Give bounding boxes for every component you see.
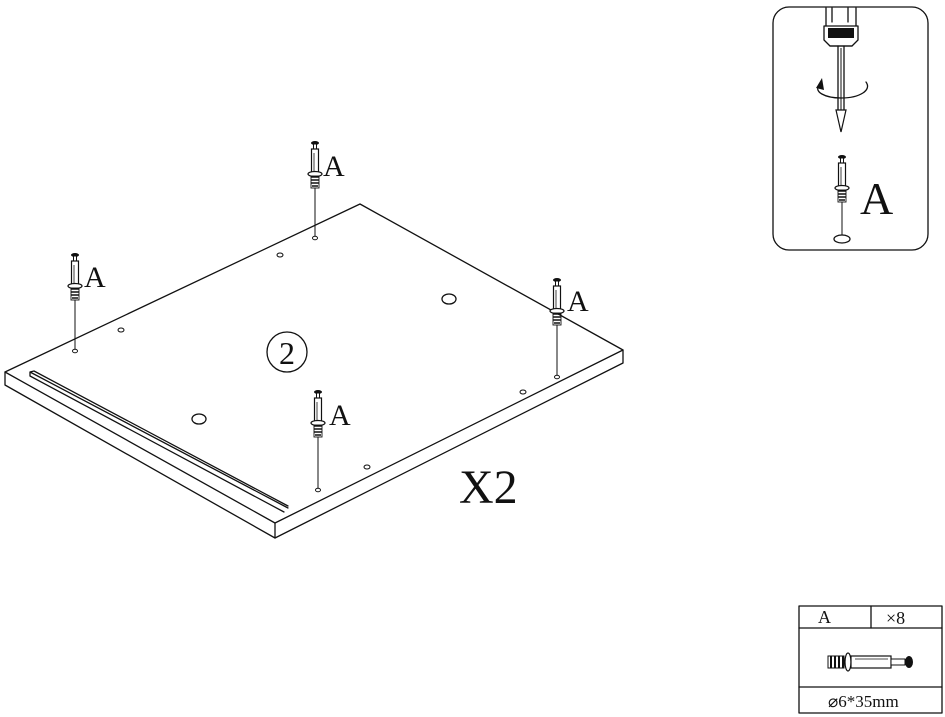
parts-table: A ×8 ⌀6*35mm	[798, 605, 943, 714]
cam-bolt-icon	[827, 652, 913, 672]
quantity-label: X2	[459, 461, 518, 514]
fastener-label: A	[323, 150, 345, 183]
pin-hole	[363, 464, 371, 470]
fastener-label: A	[567, 285, 589, 318]
cam-bolt-icon	[310, 389, 326, 488]
bolt-hole	[833, 234, 851, 244]
pin-hole	[519, 389, 527, 395]
cam-bolt-icon	[307, 140, 323, 236]
part-number-badge: 2	[266, 331, 308, 373]
part-code: A	[818, 607, 831, 627]
screwdriver-icon	[823, 7, 859, 133]
shelf-panel	[4, 203, 624, 539]
cam-bolt-icon	[67, 252, 83, 349]
screwdriver-inset: A	[772, 6, 929, 251]
cam-hole	[191, 413, 207, 425]
cam-bolt-icon	[834, 154, 850, 235]
part-dimension: ⌀6*35mm	[828, 692, 899, 711]
rotate-clockwise-icon	[816, 78, 869, 99]
pin-hole	[276, 252, 284, 258]
cam-bolt-icon	[549, 277, 565, 375]
part-quantity: ×8	[886, 608, 905, 628]
fastener-label: A	[84, 261, 106, 294]
fastener-label: A	[860, 173, 893, 224]
cam-hole	[441, 293, 457, 305]
part-number: 2	[279, 335, 295, 371]
pin-hole	[117, 327, 125, 333]
fastener-label: A	[329, 399, 351, 432]
